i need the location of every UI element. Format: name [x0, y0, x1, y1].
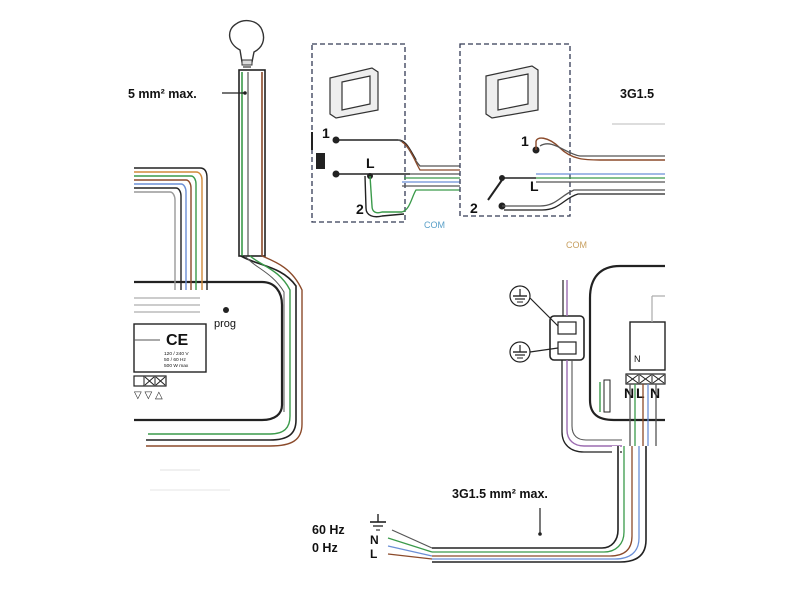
prog-label: prog: [214, 318, 236, 330]
switch-plate-2-icon: [485, 65, 539, 119]
svg-text:N: N: [650, 385, 660, 401]
svg-text:3G1.5 mm² max.: 3G1.5 mm² max.: [452, 487, 548, 501]
earth-symbol-2-icon: [509, 341, 559, 363]
lamp-cable-label: 5 mm² max.: [128, 87, 247, 101]
com-label-right: COM: [566, 240, 587, 250]
lamp-cable: [238, 69, 266, 257]
svg-text:2: 2: [356, 201, 364, 217]
inter-switch-wires: [397, 139, 460, 213]
pushbutton-1-icon: [316, 153, 325, 169]
supply-wire-ends: [387, 529, 433, 560]
lamp-cable-routing: [146, 255, 303, 447]
main-supply-cable: [432, 446, 647, 563]
right-cable-label: 3G1.5: [620, 87, 654, 101]
ce-mark: CE: [166, 332, 189, 349]
frequency-label-a: 60 Hz: [312, 523, 345, 537]
svg-text:L: L: [530, 178, 539, 194]
earth-connector: [549, 280, 622, 453]
svg-text:1: 1: [521, 133, 529, 149]
right-module: N N L N: [588, 264, 666, 422]
left-module-wires: [134, 167, 208, 290]
svg-text:2: 2: [470, 200, 478, 216]
svg-text:1: 1: [322, 125, 330, 141]
neutral-label: N: [370, 533, 379, 547]
svg-text:120 / 240 V: 120 / 240 V: [164, 351, 189, 357]
svg-text:5 mm² max.: 5 mm² max.: [128, 87, 197, 101]
switch-box-2: 1 2 L: [459, 43, 571, 217]
right-switch-wires: [502, 137, 665, 211]
svg-text:N: N: [634, 354, 641, 364]
svg-text:L: L: [636, 385, 645, 401]
frequency-label-b: 0 Hz: [312, 541, 338, 555]
prog-button-dot: [223, 307, 229, 313]
svg-text:L: L: [366, 155, 375, 171]
svg-text:▽ ▽ △: ▽ ▽ △: [134, 390, 163, 401]
svg-text:500 W max: 500 W max: [164, 363, 189, 369]
right-module-wires: [629, 384, 657, 446]
supply-earth-icon: [370, 514, 386, 531]
line-label: L: [370, 547, 377, 561]
main-cable-label: 3G1.5 mm² max.: [452, 487, 548, 536]
switch-box-1: 1 2 L: [311, 43, 417, 223]
switch-plate-1-icon: [329, 67, 379, 119]
svg-text:N: N: [624, 385, 634, 401]
earth-symbol-1-icon: [509, 285, 559, 327]
left-module: CE 120 / 240 V 50 / 60 Hz 500 W max prog…: [133, 280, 284, 422]
lamp-bulb-icon: [229, 19, 265, 68]
com-label-left: COM: [424, 220, 445, 230]
svg-text:50 / 60 Hz: 50 / 60 Hz: [164, 357, 186, 363]
